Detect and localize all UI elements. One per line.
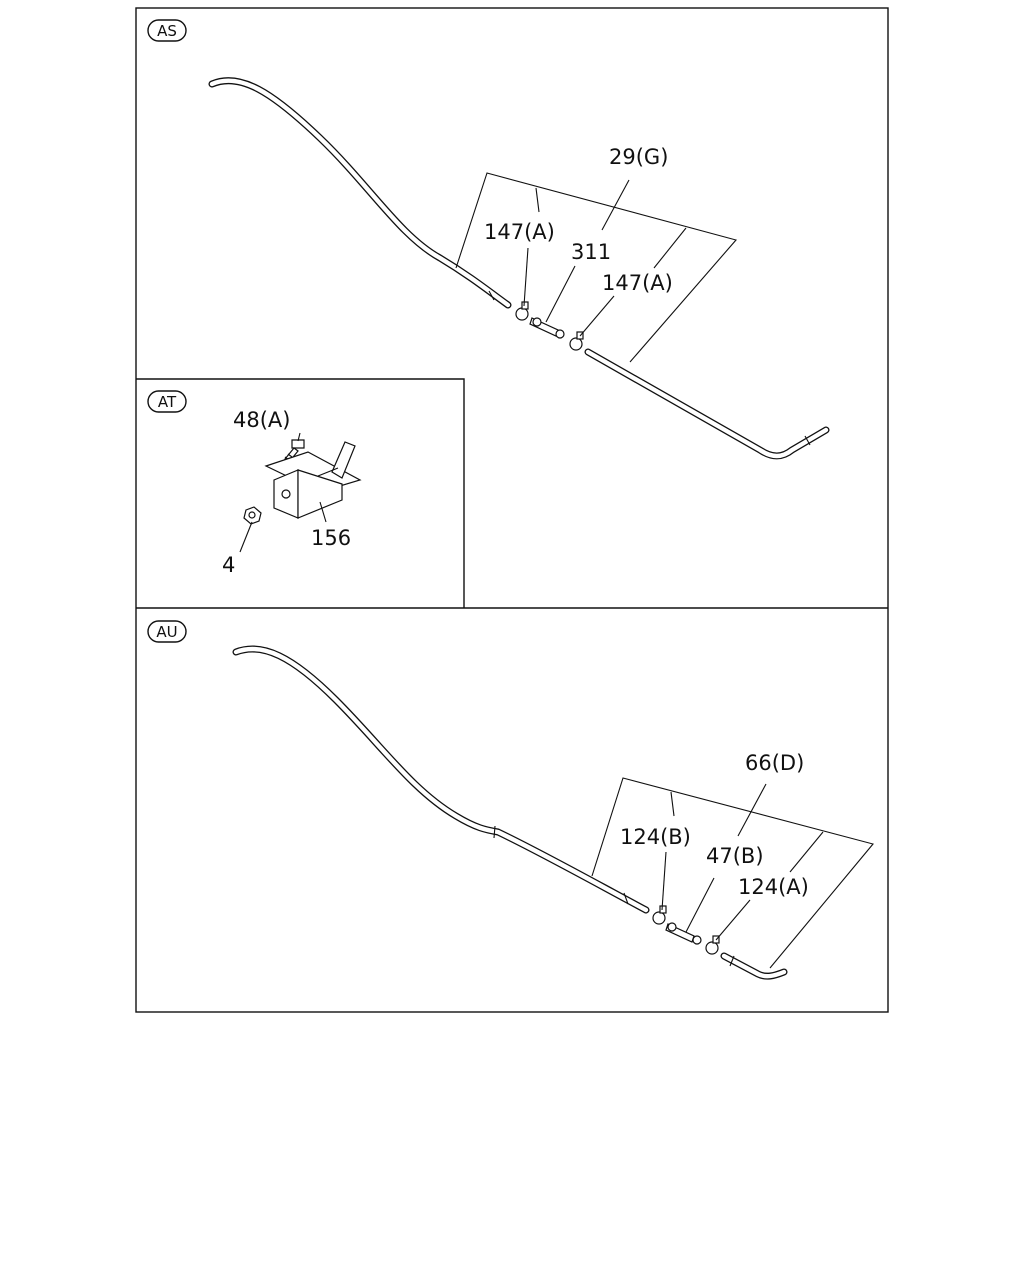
section-tag-as-text: AS (157, 22, 177, 40)
label-4: 4 (222, 553, 235, 577)
label-66d: 66(D) (745, 751, 804, 775)
label-156: 156 (311, 526, 351, 550)
outer-frame (135, 7, 889, 1013)
label-47b: 47(B) (706, 844, 764, 868)
bracket-156[interactable] (264, 441, 362, 519)
section-tag-au-text: AU (156, 623, 177, 641)
group-bracket-as (455, 172, 737, 363)
connector-au-47b[interactable] (665, 922, 702, 945)
section-tag-as[interactable]: AS (147, 19, 187, 42)
section-tag-at-text: AT (158, 393, 177, 411)
label-147a-1: 147(A) (484, 220, 555, 244)
label-147a-2: 147(A) (602, 271, 673, 295)
connector-as-311[interactable] (529, 317, 565, 339)
label-124a: 124(A) (738, 875, 809, 899)
section-at: AT 48(A) 156 4 (147, 390, 362, 577)
label-124b: 124(B) (620, 825, 691, 849)
label-311: 311 (571, 240, 611, 264)
pipe-au-left[interactable] (232, 645, 650, 914)
group-bracket-au (591, 777, 874, 969)
pipe-au-right[interactable] (720, 952, 788, 980)
pipe-as-left[interactable] (208, 77, 512, 309)
section-tag-at[interactable]: AT (147, 390, 187, 413)
clamp-au-124b[interactable] (652, 905, 667, 925)
section-as: AS (147, 19, 830, 460)
label-29g: 29(G) (609, 145, 668, 169)
label-48a: 48(A) (233, 408, 290, 432)
at-panel-border (136, 378, 465, 608)
clamp-as-147a-1[interactable] (515, 301, 529, 321)
section-tag-au[interactable]: AU (147, 620, 187, 643)
nut-4[interactable] (243, 506, 262, 525)
section-au: AU (147, 620, 874, 980)
pipe-as-right[interactable] (584, 348, 830, 460)
